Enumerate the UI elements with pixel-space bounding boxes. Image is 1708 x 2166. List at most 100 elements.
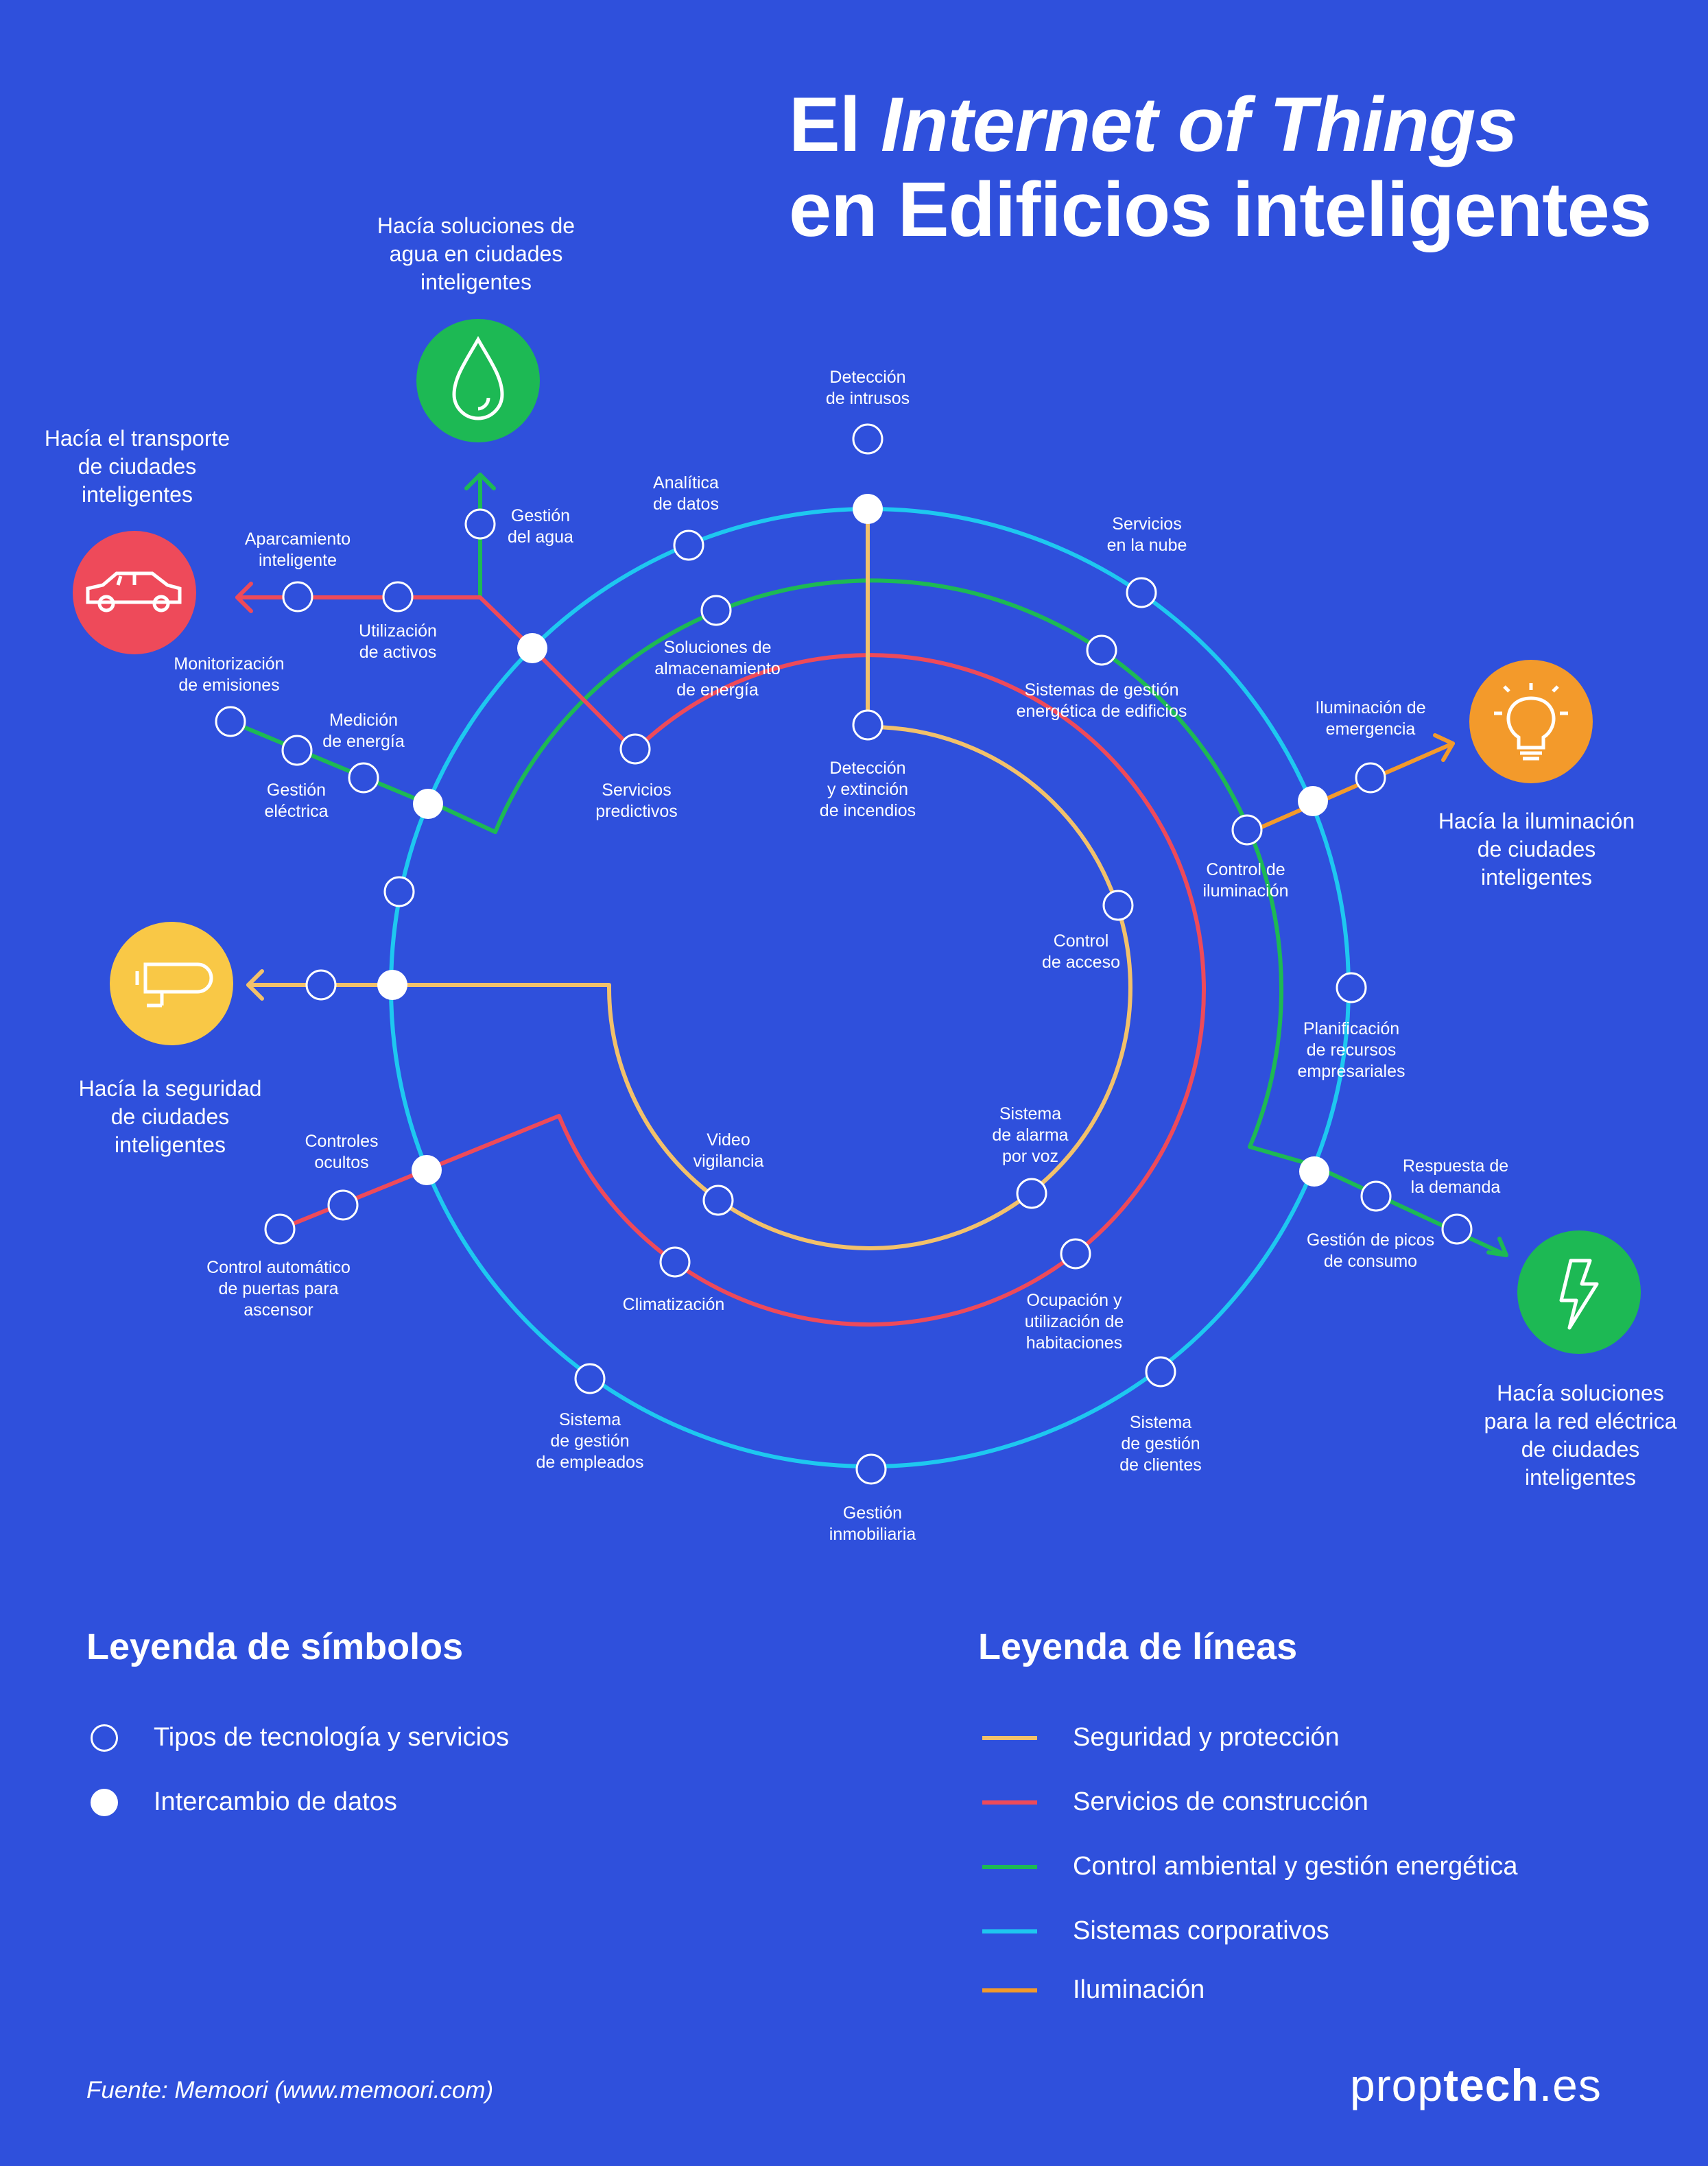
dest-label-lighting-line: inteligentes — [1481, 865, 1592, 890]
line-swatch — [982, 1864, 1037, 1869]
legend-symbol-filled: Intercambio de datos — [91, 1787, 397, 1817]
label-picos-line: Gestión de picos — [1307, 1230, 1434, 1250]
label-picos-line: de consumo — [1324, 1252, 1417, 1271]
label-incendios-line: Detección — [829, 759, 905, 778]
dest-label-security-line: de ciudades — [111, 1104, 230, 1129]
label-aparcamiento-line: inteligente — [259, 551, 337, 570]
label-almacenamiento-line: Soluciones de — [663, 638, 771, 657]
lightbulb-icon — [1494, 683, 1568, 761]
arrow-water — [464, 473, 496, 490]
legend-lines-title: Leyenda de líneas — [978, 1626, 1298, 1667]
dest-label-security-line: inteligentes — [115, 1132, 226, 1157]
label-inmobiliaria: Gestión inmobiliaria — [829, 1503, 916, 1544]
label-puertas-line: de puertas para — [218, 1279, 338, 1298]
label-climatizacion: Climatización — [623, 1295, 725, 1314]
label-electrica-line: eléctrica — [264, 802, 328, 821]
label-incendios-line: y extinción — [827, 780, 908, 799]
node-control-acceso — [1102, 890, 1134, 921]
badge-transport — [73, 531, 196, 654]
node-ocultos — [327, 1189, 359, 1221]
label-clientes-line: de gestión — [1121, 1434, 1200, 1453]
source-credit: Fuente: Memoori (www.memoori.com) — [86, 2077, 494, 2104]
line-construction — [278, 653, 1206, 1327]
camera-icon — [135, 962, 213, 1008]
node-clientes — [1145, 1356, 1176, 1388]
label-recursos-line: empresariales — [1297, 1062, 1405, 1081]
label-inmobiliaria-line: inmobiliaria — [829, 1525, 916, 1544]
node-alarma — [1016, 1178, 1047, 1209]
label-predictivos-line: predictivos — [595, 802, 678, 821]
line-swatch — [982, 1929, 1037, 1933]
label-empleados-line: Sistema — [559, 1410, 621, 1429]
label-clientes-line: Sistema — [1130, 1413, 1191, 1432]
line-environment — [493, 578, 1508, 1257]
legend-symbol-open: Tipos de tecnología y servicios — [91, 1723, 509, 1752]
label-ocupacion-line: Ocupación y — [1027, 1291, 1122, 1310]
node-control-ilum — [1231, 814, 1263, 846]
label-alarma-line: Sistema — [999, 1104, 1061, 1123]
title-prefix: El — [789, 82, 881, 167]
label-ocultos-line: ocultos — [314, 1153, 368, 1172]
dest-label-transport-line: inteligentes — [82, 482, 193, 507]
legend-line-row: Seguridad y protección — [982, 1723, 1340, 1752]
label-climatizacion-line: Climatización — [623, 1295, 725, 1314]
title-italic: Internet of Things — [880, 82, 1518, 167]
label-gestion-agua: Gestión del agua — [508, 506, 573, 547]
badge-security — [110, 922, 233, 1045]
label-nube-line: en la nube — [1107, 536, 1187, 555]
label-emisiones-line: de emisiones — [178, 676, 279, 695]
node-intrusos — [852, 423, 883, 455]
node-aparcamiento — [282, 581, 313, 612]
label-control-acceso-line: Control — [1054, 931, 1109, 951]
node-gestion-edificios — [1086, 634, 1117, 666]
line-construction-transport — [235, 595, 637, 753]
dest-label-grid-line: de ciudades — [1521, 1437, 1640, 1462]
brand-logo: proptech.es — [1350, 2059, 1602, 2111]
label-demanda: Respuesta de la demanda — [1403, 1156, 1508, 1197]
node-emisiones — [215, 706, 246, 737]
node-almacenamiento — [700, 595, 732, 626]
lightning-icon — [1559, 1259, 1599, 1330]
label-empleados-line: de empleados — [536, 1453, 643, 1472]
label-demanda-line: Respuesta de — [1403, 1156, 1508, 1176]
node-activos — [382, 581, 414, 612]
label-incendios-line: de incendios — [820, 801, 916, 820]
label-gestion-agua-line: del agua — [508, 527, 573, 547]
exchange-top — [853, 494, 883, 524]
legend-symbol-filled-label: Intercambio de datos — [154, 1787, 397, 1816]
label-picos: Gestión de picos de consumo — [1307, 1230, 1434, 1271]
label-almacenamiento-line: almacenamiento — [654, 659, 780, 678]
dest-label-water-line: inteligentes — [420, 270, 532, 294]
label-ocupacion-line: utilización de — [1025, 1312, 1124, 1331]
dest-label-security-line: Hacía la seguridad — [79, 1076, 262, 1101]
node-electrica — [348, 762, 379, 794]
dest-label-grid-line: para la red eléctrica — [1484, 1409, 1676, 1433]
legend-line-row: Sistemas corporativos — [982, 1916, 1329, 1946]
label-inmobiliaria-line: Gestión — [843, 1503, 902, 1523]
legend-line-label: Seguridad y protección — [1073, 1723, 1340, 1752]
label-gestion-agua-line: Gestión — [511, 506, 570, 525]
label-control-ilum-line: Control de — [1206, 860, 1285, 879]
line-swatch — [982, 1735, 1037, 1740]
label-demanda-line: la demanda — [1411, 1178, 1501, 1197]
legend-line-row: Control ambiental y gestión energética — [982, 1852, 1518, 1881]
node-empleados — [574, 1363, 606, 1394]
line-swatch — [982, 1800, 1037, 1805]
label-medicion-line: Medición — [329, 711, 398, 730]
arrow-transport — [235, 582, 253, 613]
dest-label-water-line: Hacía soluciones de — [377, 213, 575, 238]
label-puertas-line: Control automático — [206, 1258, 351, 1277]
